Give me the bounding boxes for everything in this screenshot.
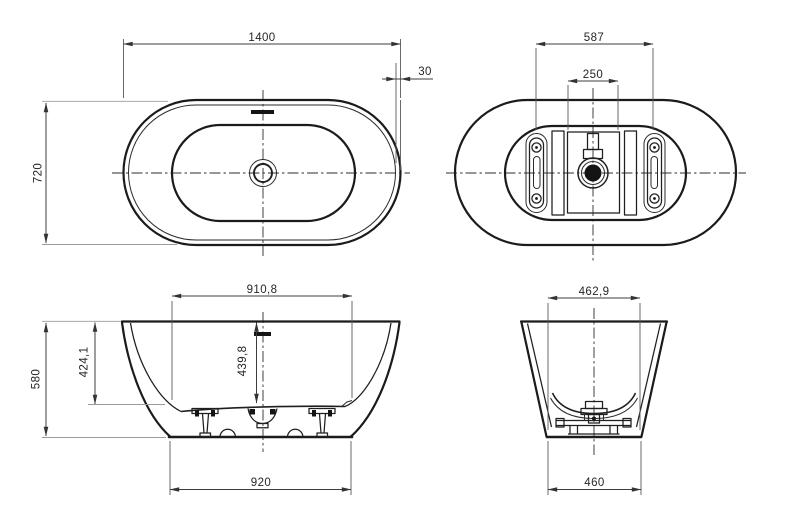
side-outer-wall-right [349, 321, 401, 438]
support-frame-end [555, 417, 632, 435]
dimension-depth-439-8: 439,8 [237, 322, 259, 404]
dimension-base-920: 920 [169, 441, 352, 495]
dim-label-720: 720 [33, 163, 45, 183]
end-inner-wall-left [526, 323, 553, 428]
overflow-slot [251, 110, 274, 114]
tub-rim-inner-edge [128, 104, 396, 241]
end-bowl-floor-inner [551, 392, 637, 415]
support-foot-right [308, 407, 336, 438]
end-inner-wall-right [635, 323, 662, 428]
dim-label-580: 580 [31, 369, 43, 389]
support-foot-left [191, 407, 219, 438]
support-slat-right [623, 130, 638, 216]
drain-assembly-underside [577, 132, 609, 189]
side-outer-wall-left [120, 321, 172, 438]
dim-label-462-9: 462,9 [579, 286, 610, 298]
side-overflow-mark [254, 332, 271, 336]
support-slat-left [551, 130, 565, 216]
dimension-opening-910-8: 910,8 [171, 284, 353, 400]
dim-label-587: 587 [584, 32, 604, 44]
dim-label-460: 460 [584, 477, 604, 489]
base-cutout-left [219, 428, 237, 438]
dimension-width-720: 720 [33, 100, 177, 245]
side-floor-step [340, 400, 353, 408]
dimension-height-580: 580 [31, 320, 166, 438]
base-cutout-right [286, 428, 304, 438]
dim-label-439-8: 439,8 [237, 346, 249, 377]
dim-label-920: 920 [251, 477, 271, 489]
end-outer-wall-right [640, 321, 668, 438]
tub-basin-opening [170, 123, 357, 223]
dimension-board-250: 250 [567, 69, 619, 130]
dim-label-1400: 1400 [248, 32, 275, 44]
tub-outer-rim [122, 98, 402, 247]
mounting-bracket-left [525, 133, 548, 213]
drain-trap-end [580, 400, 608, 424]
side-inner-wall-right [344, 322, 392, 408]
side-elevation-view [120, 312, 401, 452]
drain-board [566, 131, 621, 214]
dim-label-250: 250 [583, 69, 603, 81]
plan-view [112, 90, 410, 256]
dimension-opening-462-9: 462,9 [547, 286, 641, 430]
drain-outer-circle [249, 159, 277, 187]
end-elevation-view [519, 308, 669, 455]
drain-inner-circle [253, 163, 273, 183]
underside-base-oval [503, 124, 688, 222]
side-inner-wall-left [129, 322, 182, 413]
dim-label-424-1: 424,1 [79, 347, 91, 378]
end-outer-wall-left [520, 321, 548, 438]
dim-label-30: 30 [418, 66, 432, 78]
drain-plug [584, 164, 602, 182]
mounting-bracket-right [643, 133, 666, 213]
underside-view [446, 88, 746, 262]
underside-outer-shell [453, 98, 738, 247]
dimension-bracket-spacing-587: 587 [535, 32, 654, 130]
dim-label-910-8: 910,8 [247, 284, 278, 296]
dimension-depth-424-1: 424,1 [79, 322, 165, 405]
dimension-base-460: 460 [547, 441, 642, 495]
drain-trap-side [247, 408, 278, 429]
dimension-length-1400: 1400 [123, 32, 401, 98]
dimension-rim-30: 30 [382, 63, 433, 170]
